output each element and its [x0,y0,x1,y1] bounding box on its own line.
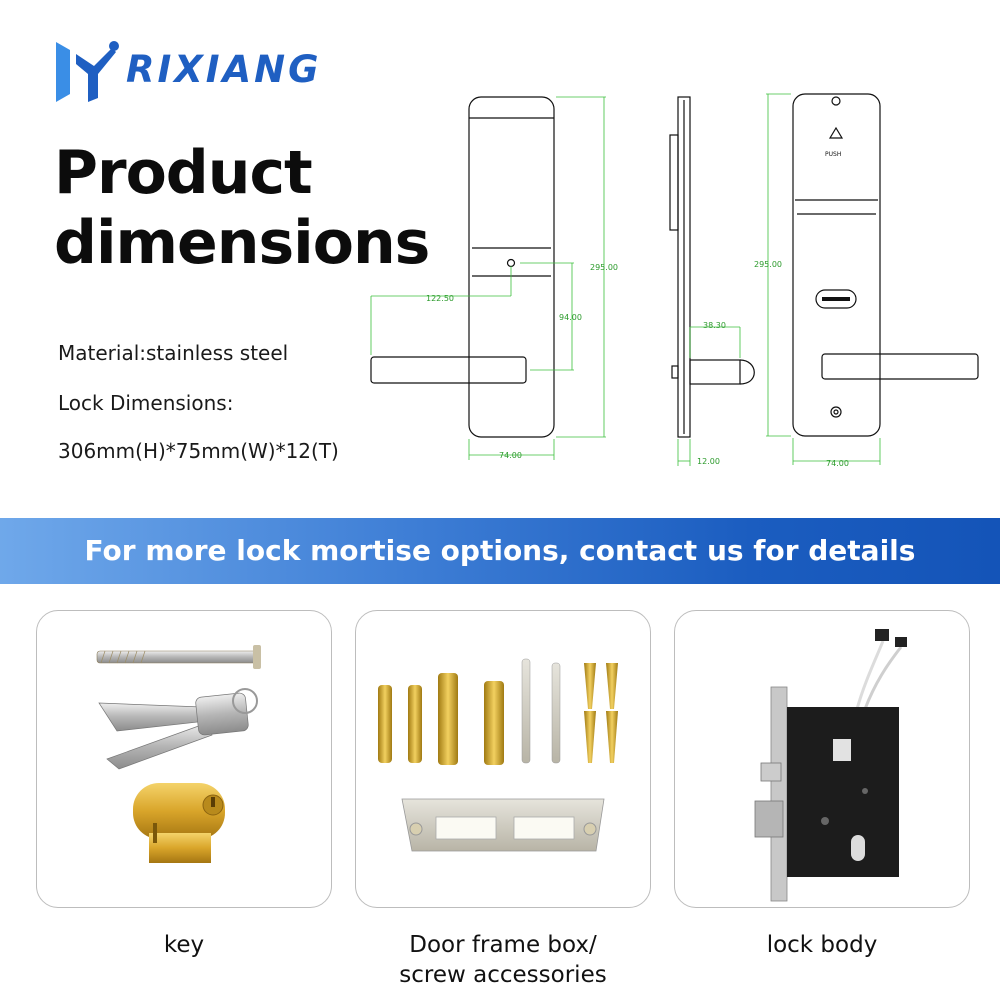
card-lock-body [674,610,970,908]
banner-text: For more lock mortise options, contact u… [84,534,916,567]
page-title: Product dimensions [54,138,430,278]
caption-line-2: screw accessories [399,962,607,988]
title-line-1: Product [54,138,313,208]
card-door-frame-box [355,610,651,908]
caption-door-frame-box: Door frame box/ screw accessories [353,930,653,990]
brand-logo [54,40,354,104]
caption-lock-body: lock body [766,932,878,958]
handle-offset-dim: 122.50 [426,294,454,303]
brand-mark-icon [56,41,119,102]
push-label: PUSH [825,151,841,158]
back-height-dim: 295.00 [754,260,782,269]
back-handle [821,353,979,380]
thickness-dim: 12.00 [697,457,720,466]
front-handle [370,356,527,384]
projection-dim: 38.30 [703,321,726,330]
side-plate [677,96,691,438]
title-line-2: dimensions [54,208,430,278]
dimensions-label: Lock Dimensions: [58,391,234,415]
caption-key: key [163,932,205,958]
caption-line-1: Door frame box/ [409,932,597,958]
dimension-drawing: PUSH 295.00 122.50 94.00 74.00 38.30 12.… [370,93,979,468]
front-height-dim: 295.00 [590,263,618,272]
brand-name: RIXIANG [126,48,322,91]
front-width-dim: 74.00 [499,451,522,460]
back-plate [792,93,881,437]
front-plate [468,96,555,438]
material-text: Material:stainless steel [58,341,289,365]
cylinder-drop-dim: 94.00 [559,313,582,322]
dimensions-value: 306mm(H)*75mm(W)*12(T) [58,439,339,463]
promo-banner: For more lock mortise options, contact u… [0,518,1000,584]
back-width-dim: 74.00 [826,459,849,468]
key-set-image [96,645,261,863]
accessories-image [378,658,618,852]
lock-body-image [754,629,907,902]
card-key [36,610,332,908]
